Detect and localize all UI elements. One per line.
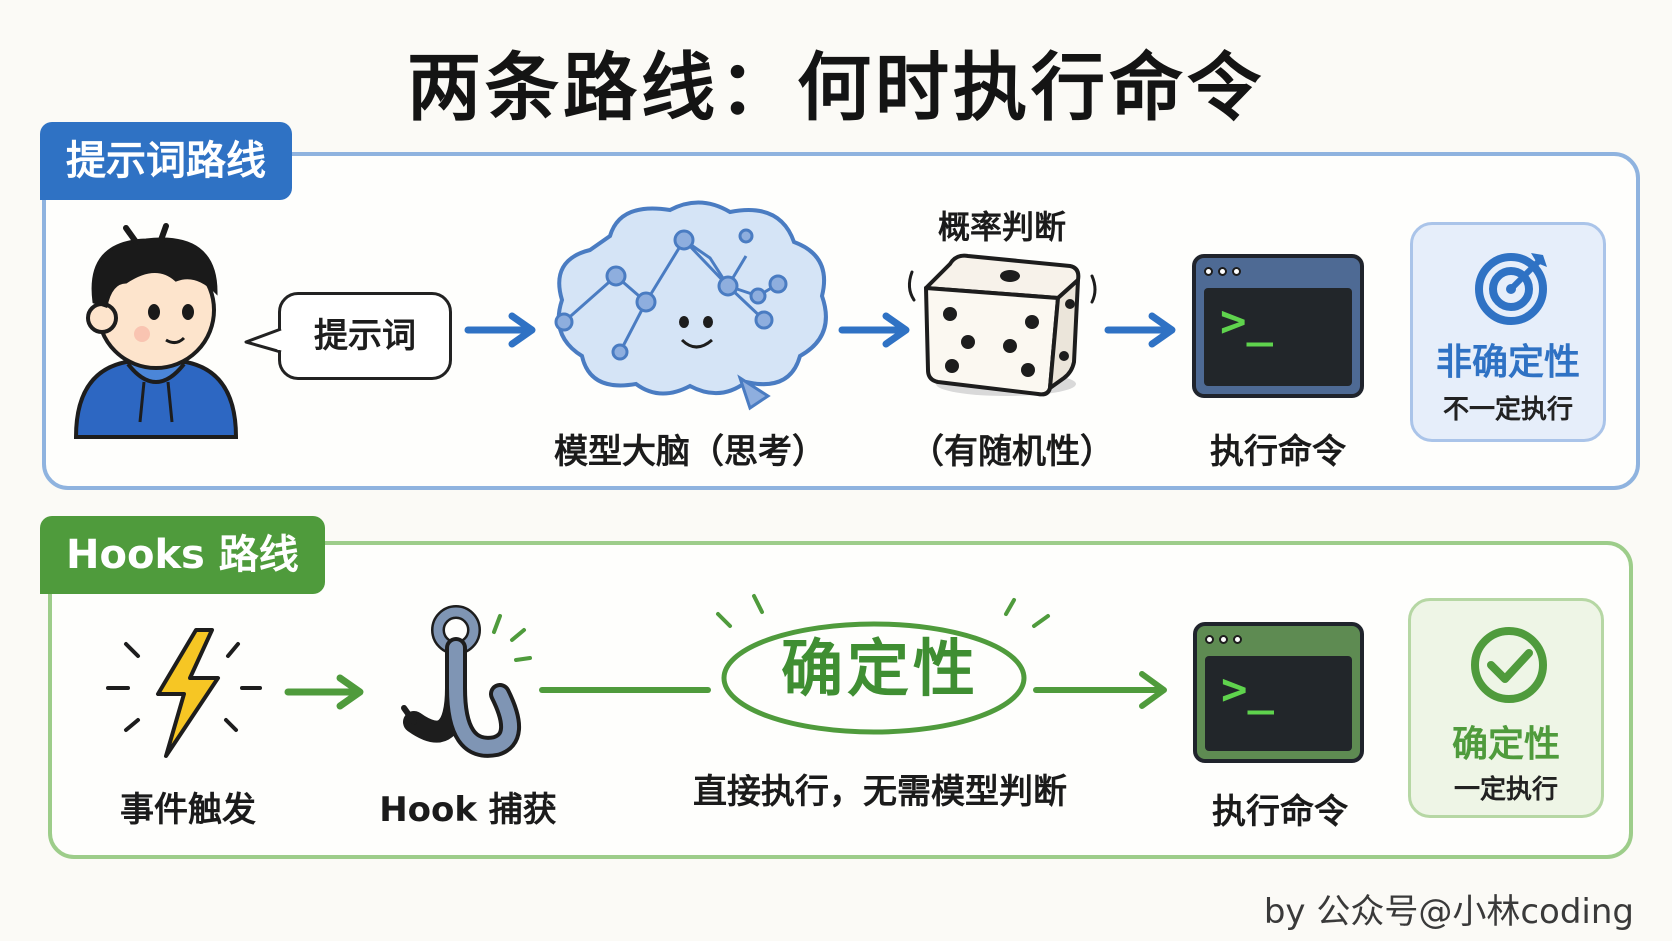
terminal-icon: >_ [1192, 254, 1364, 398]
brain-label: 模型大脑（思考） [554, 432, 826, 472]
card-subtitle: 不一定执行 [1442, 395, 1573, 425]
deterministic-oval: 确定性 [780, 632, 979, 705]
person-icon [73, 223, 239, 439]
card-subtitle: 一定执行 [1453, 775, 1558, 805]
arrow-right-icon [284, 674, 364, 710]
deterministic-card: 确定性 一定执行 [1408, 598, 1604, 818]
bubble-tail [244, 327, 283, 354]
connector-line [539, 594, 1167, 735]
terminal-screen: >_ [1204, 288, 1352, 386]
dice-top-label: 概率判断 [937, 208, 1066, 246]
direct-exec-label: 直接执行，无需模型判断 [693, 772, 1067, 812]
brain-icon [554, 200, 828, 411]
page-title: 两条路线：何时执行命令 [407, 45, 1265, 131]
terminal-label: 执行命令 [1210, 432, 1346, 472]
dice-icon [907, 253, 1097, 397]
lightning-icon [106, 628, 262, 758]
arrow-right-icon [1104, 312, 1176, 348]
card-title: 确定性 [1451, 724, 1560, 765]
nondeterministic-card: 非确定性 不一定执行 [1410, 222, 1606, 442]
hook-label: Hook 捕获 [379, 790, 557, 830]
check-circle-icon [1471, 627, 1547, 703]
terminal-label: 执行命令 [1212, 792, 1348, 832]
terminal-title-bar [1196, 258, 1360, 284]
card-title: 非确定性 [1435, 342, 1580, 383]
terminal-icon: >_ [1193, 622, 1364, 763]
hooks-route-tag: Hooks 路线 [40, 516, 325, 594]
credit-text: by 公众号@小林coding [1263, 892, 1634, 932]
event-label: 事件触发 [120, 790, 256, 830]
hook-icon [401, 605, 532, 758]
terminal-screen: >_ [1205, 656, 1352, 751]
prompt-route-tag: 提示词路线 [40, 122, 292, 200]
arrow-right-icon [838, 312, 910, 348]
terminal-prompt: >_ [1221, 664, 1274, 715]
terminal-prompt: >_ [1220, 296, 1273, 347]
dice-bottom-label: （有随机性） [910, 432, 1114, 472]
target-icon [1475, 253, 1547, 325]
terminal-title-bar [1197, 626, 1360, 652]
hooks-route-panel [48, 541, 1633, 859]
arrow-right-icon [464, 312, 536, 348]
prompt-bubble: 提示词 [278, 292, 452, 380]
